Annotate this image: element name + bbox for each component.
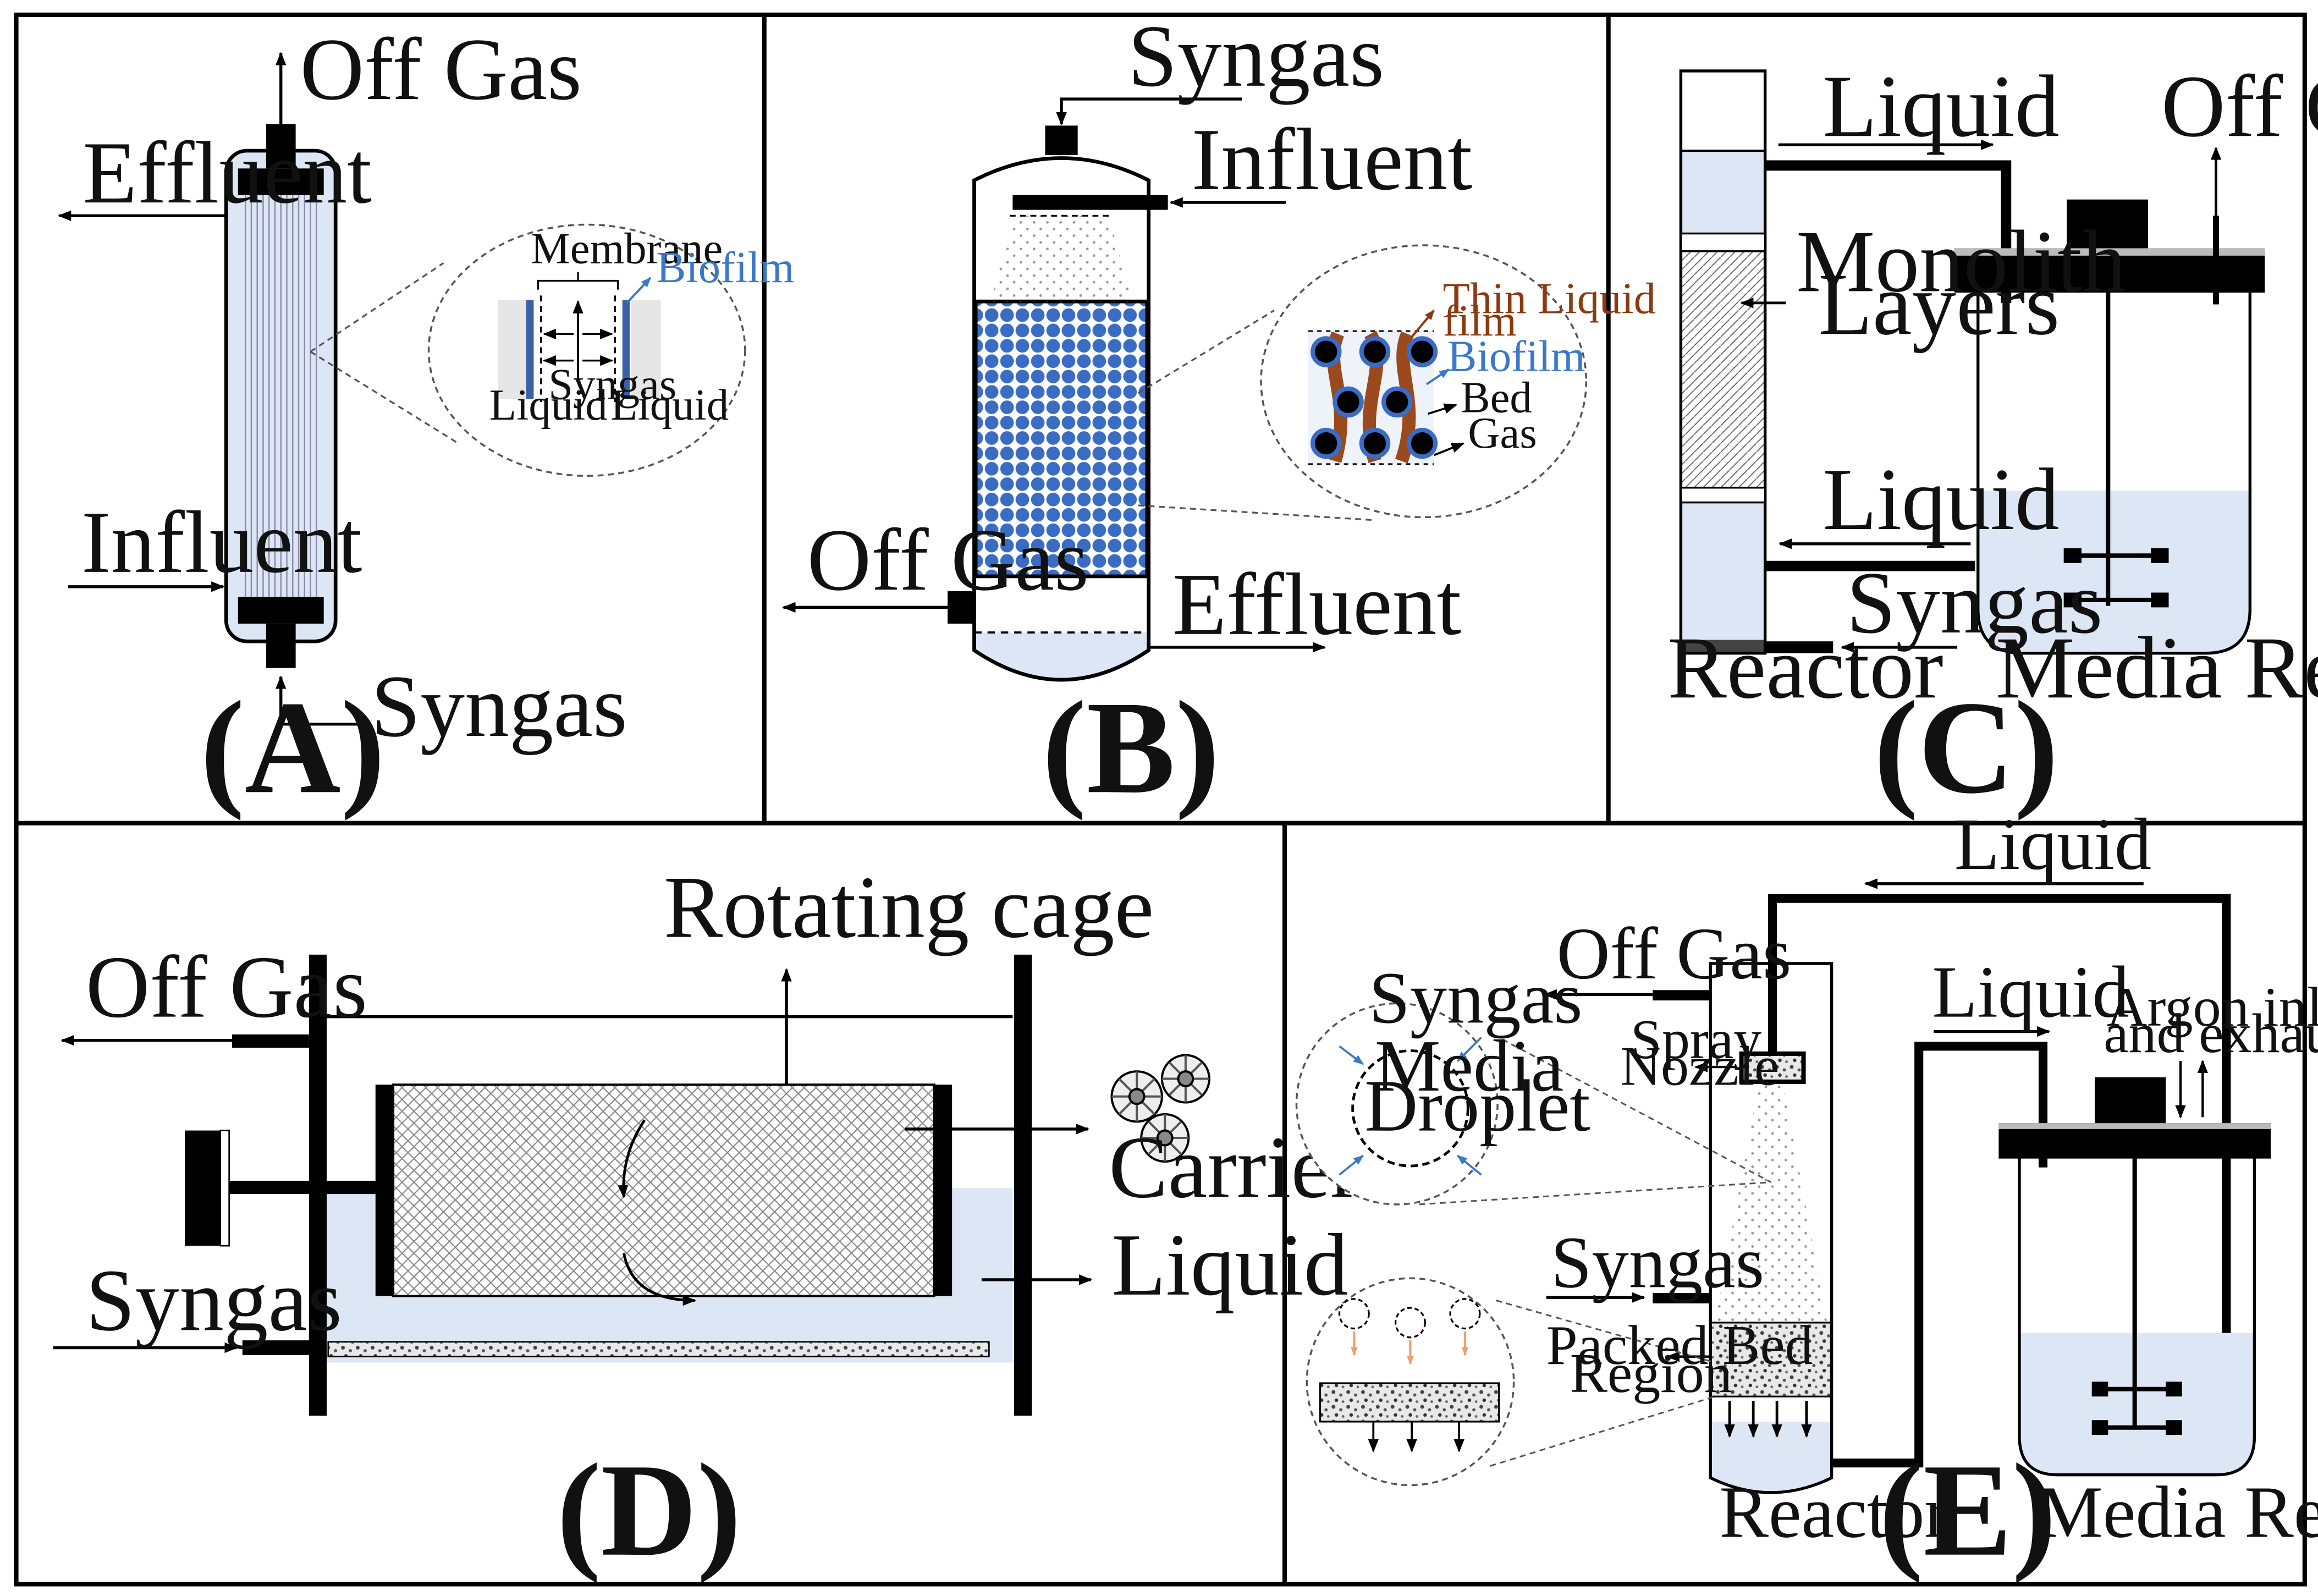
e-spray-label: Spray [1631,1009,1761,1071]
panel-c-tag: (C) [1874,674,2058,821]
e-syngas-label: Syngas [1551,1221,1764,1303]
b-zoom-bed-label: Bed [1461,373,1532,422]
e-reactor-label: Reactor [1719,1472,1949,1554]
b-syngas-label: Syngas [1128,7,1384,105]
panel-b-labels: Syngas Influent Off Gas Effluent Thin Li… [807,7,1656,821]
a-off-gas-label: Off Gas [300,20,582,118]
b-zoom-thin-liquid-label: Thin Liquid [1443,274,1656,323]
d-syngas-label: Syngas [86,1251,342,1349]
a-zoom-membrane-label: Membrane [531,224,723,273]
a-zoom-biofilm-label: Biofilm [657,243,795,292]
e-argon-inlet-label: Argon inlet [2107,976,2318,1038]
carrier-icon [1110,1054,1210,1163]
panel-a-labels: Off Gas Effluent Influent Syngas Membran… [81,20,795,821]
a-syngas-label: Syngas [371,657,627,755]
e-nozzle-label: Nozzle [1620,1035,1779,1097]
e-zoom-syngas-label: Syngas [1369,957,1582,1039]
panel-b-tag: (B) [1042,674,1219,821]
panel-e-spray-reactor [1295,878,2271,1494]
e-argon-exhaust-label: and exhaust [2104,1003,2318,1065]
c-monolith-label: Monolith [1796,212,2126,310]
a-zoom-syngas-label: Syngas [548,360,676,409]
e-liquid-top-label: Liquid [1954,803,2151,885]
d-off-gas-label: Off Gas [86,938,367,1036]
a-zoom-liquid-left-label: Liquid [489,381,608,430]
d-rotating-cage-label: Rotating cage [664,858,1154,956]
b-off-gas-label: Off Gas [807,510,1089,609]
e-off-gas-label: Off Gas [1557,913,1792,995]
b-zoom-gas-label: Gas [1468,409,1537,458]
b-effluent-label: Effluent [1172,555,1462,653]
panel-d-rotating-cage-reactor [53,954,1210,1416]
e-packed-bed-label: Packed Bed [1546,1314,1813,1377]
c-syngas-label: Syngas [1846,553,2102,652]
c-layers-label: Layers [1818,255,2060,353]
c-liquid-bottom-label: Liquid [1823,450,2059,548]
b-influent-label: Influent [1192,110,1473,208]
c-off-gas-label: Off Gas [2161,57,2318,155]
e-media-reservoir-label: Media Reservior [2037,1472,2318,1554]
panel-b-trickle-bed-reactor [782,97,1588,682]
panel-e-labels: Liquid Off Gas Liquid Argon inlet and ex… [1364,803,2318,1584]
panel-c-labels: Liquid Off Gas Monolith Layers Liquid Sy… [1667,57,2318,821]
panel-a-tag: (A) [200,674,385,821]
panel-frames [14,12,2307,1587]
e-liquid-mid-label: Liquid [1932,951,2129,1033]
c-reactor-label: Reactor [1667,618,1943,717]
panel-c-monolith-reactor [1679,69,2265,655]
b-zoom-film-label: film [1443,296,1517,345]
c-liquid-top-label: Liquid [1823,57,2059,155]
panel-d-tag: (D) [557,1437,741,1584]
e-zoom-media-label: Media [1375,1025,1563,1107]
b-zoom-biofilm-label: Biofilm [1447,332,1585,381]
a-effluent-label: Effluent [83,123,372,222]
panel-d-labels: Rotating cage Off Gas Carrier Liquid Syn… [86,858,1360,1584]
panel-e-tag: (E) [1879,1437,2056,1584]
e-region-label: Region [1570,1342,1732,1405]
a-zoom-liquid-right-label: Liquid [610,381,729,430]
panel-a-membrane-reactor [58,52,746,726]
e-zoom-droplet-label: Droplet [1364,1065,1590,1147]
d-liquid-label: Liquid [1111,1215,1348,1314]
c-media-reservoir-label: Media Reservior [1996,618,2318,717]
a-influent-label: Influent [81,493,362,591]
